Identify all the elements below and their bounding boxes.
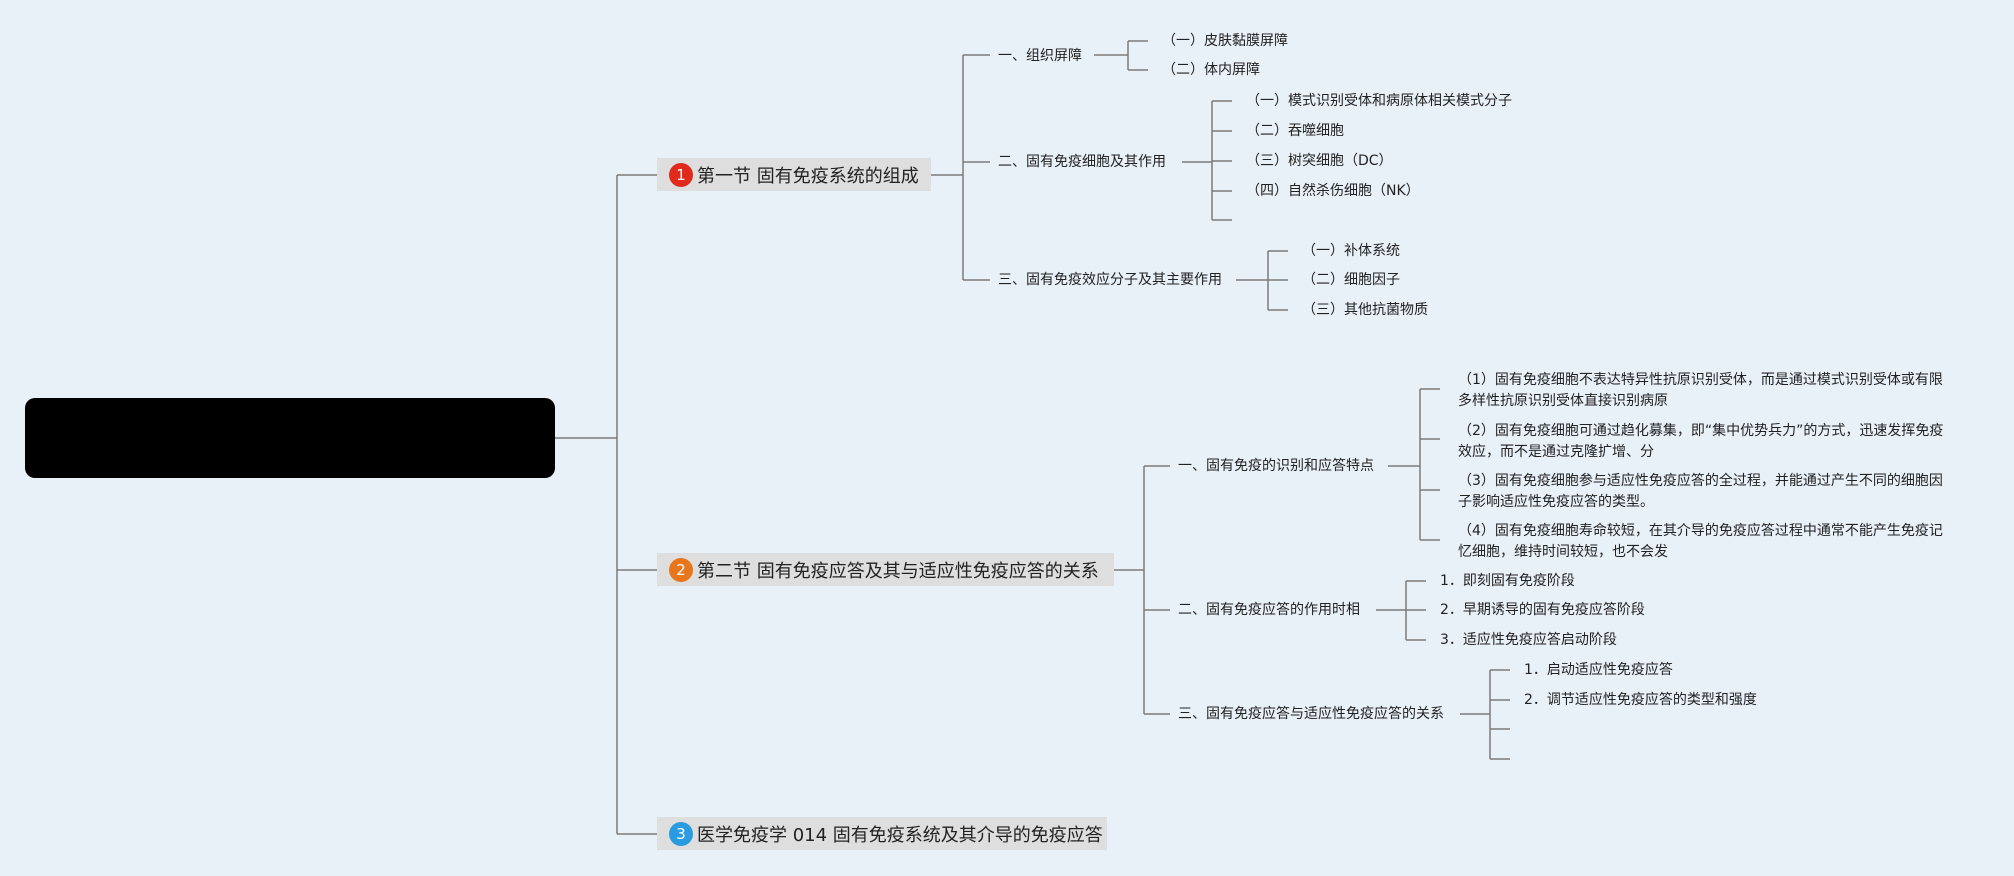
main-topic-2-label: 第二节 固有免疫应答及其与适应性免疫应答的关系: [697, 560, 1099, 582]
topic-1-sub-2-leaf-1[interactable]: （一）模式识别受体和病原体相关模式分子: [1246, 93, 1512, 109]
topic-2-sub-1[interactable]: 一、固有免疫的识别和应答特点: [1178, 458, 1374, 474]
topic-1-sub-1-leaf-2[interactable]: （二）体内屏障: [1162, 62, 1260, 78]
topic-2-sub-3[interactable]: 三、固有免疫应答与适应性免疫应答的关系: [1178, 706, 1444, 722]
topic-2-sub-2-leaf-2[interactable]: 2．早期诱导的固有免疫应答阶段: [1440, 602, 1645, 618]
topic-1-sub-2[interactable]: 二、固有免疫细胞及其作用: [998, 154, 1166, 170]
topic-2-sub-3-leaf-1[interactable]: 1．启动适应性免疫应答: [1524, 662, 1673, 678]
main-topic-1[interactable]: 1 第一节 固有免疫系统的组成: [657, 158, 931, 191]
central-topic[interactable]: [25, 398, 555, 478]
main-topic-3-label: 医学免疫学 014 固有免疫系统及其介导的免疫应答: [697, 824, 1103, 846]
topic-2-sub-1-leaf-1[interactable]: （1）固有免疫细胞不表达特异性抗原识别受体，而是通过模式识别受体或有限多样性抗原…: [1458, 372, 1943, 409]
number-badge-1: 1: [669, 162, 693, 187]
topic-1-sub-2-leaf-4[interactable]: （四）自然杀伤细胞（NK）: [1246, 183, 1420, 199]
number-badge-3: 3: [669, 821, 693, 846]
main-topic-3[interactable]: 3 医学免疫学 014 固有免疫系统及其介导的免疫应答: [657, 817, 1107, 850]
number-badge-2: 2: [669, 557, 693, 582]
topic-2-sub-2-leaf-1[interactable]: 1．即刻固有免疫阶段: [1440, 573, 1575, 589]
topic-1-sub-1[interactable]: 一、组织屏障: [998, 48, 1082, 64]
topic-1-sub-3-leaf-2[interactable]: （二）细胞因子: [1302, 272, 1400, 288]
topic-2-sub-2[interactable]: 二、固有免疫应答的作用时相: [1178, 602, 1360, 618]
topic-1-sub-2-leaf-3[interactable]: （三）树突细胞（DC）: [1246, 153, 1393, 169]
main-topic-2[interactable]: 2 第二节 固有免疫应答及其与适应性免疫应答的关系: [657, 553, 1114, 586]
main-topic-1-label: 第一节 固有免疫系统的组成: [697, 165, 919, 187]
topic-1-sub-1-leaf-1[interactable]: （一）皮肤黏膜屏障: [1162, 33, 1288, 49]
topic-1-sub-3-leaf-3[interactable]: （三）其他抗菌物质: [1302, 302, 1428, 318]
topic-2-sub-2-leaf-3[interactable]: 3．适应性免疫应答启动阶段: [1440, 632, 1617, 648]
topic-1-sub-3-leaf-1[interactable]: （一）补体系统: [1302, 243, 1400, 259]
topic-2-sub-1-leaf-4[interactable]: （4）固有免疫细胞寿命较短，在其介导的免疫应答过程中通常不能产生免疫记忆细胞，维…: [1458, 523, 1943, 560]
topic-2-sub-3-leaf-2[interactable]: 2．调节适应性免疫应答的类型和强度: [1524, 692, 1757, 708]
topic-2-sub-1-leaf-3[interactable]: （3）固有免疫细胞参与适应性免疫应答的全过程，并能通过产生不同的细胞因子影响适应…: [1458, 473, 1943, 510]
topic-1-sub-2-leaf-2[interactable]: （二）吞噬细胞: [1246, 123, 1344, 139]
topic-1-sub-3[interactable]: 三、固有免疫效应分子及其主要作用: [998, 272, 1222, 288]
topic-2-sub-1-leaf-2[interactable]: （2）固有免疫细胞可通过趋化募集，即“集中优势兵力”的方式，迅速发挥免疫效应，而…: [1458, 423, 1944, 460]
